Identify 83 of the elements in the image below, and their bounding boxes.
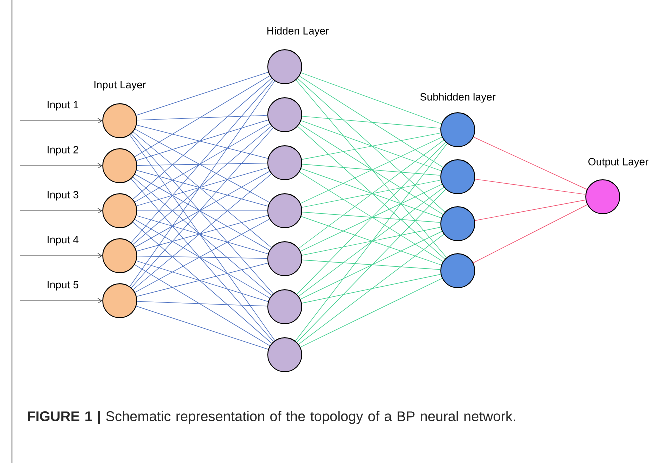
connection-line [130, 80, 276, 288]
connection-line [474, 200, 586, 222]
input-arrow [20, 208, 103, 214]
input-label: Input 5 [48, 281, 79, 291]
connection-line [300, 172, 444, 262]
connection-line [137, 210, 268, 212]
connection-line [137, 256, 268, 259]
connection-line [296, 142, 446, 295]
connection-line [298, 187, 444, 297]
connection-line [132, 222, 272, 344]
neuron-circle [440, 160, 476, 194]
input-arrow [20, 163, 103, 169]
input-label: Input 4 [48, 236, 79, 246]
connection-line [300, 184, 443, 252]
neuron-circle [268, 50, 302, 84]
input-label: Input 3 [48, 191, 79, 201]
connection-line [296, 189, 446, 343]
neuron-circle [586, 180, 620, 214]
neuron-circle [102, 104, 138, 138]
connection-line [298, 234, 444, 345]
connection-line [298, 126, 446, 260]
caption: FIGURE 1 | Schematic representation of the topology of a BP neural network. [28, 411, 516, 424]
connection-line [136, 125, 268, 159]
connection-line [302, 260, 441, 270]
connection-line [298, 140, 444, 249]
connection-line [134, 76, 270, 158]
neuron-circle [268, 290, 302, 324]
input-label: Input 2 [48, 146, 79, 156]
connection-line [132, 78, 272, 200]
connection-line [296, 80, 448, 258]
neuron-circle [268, 194, 302, 228]
input-label: Input 1 [48, 101, 79, 111]
neuron-circle [440, 206, 476, 242]
connection-line [131, 178, 274, 342]
neuron-circle [268, 242, 302, 276]
connection-line [302, 116, 441, 129]
connection-line [300, 231, 443, 300]
layer-label: Output Layer [588, 158, 649, 168]
connection-line [302, 227, 442, 256]
neuron-circle [102, 148, 138, 184]
connection-line [131, 80, 274, 244]
connection-line [136, 120, 269, 162]
connection-line [302, 164, 441, 176]
connection-line [299, 76, 444, 168]
input-arrow [20, 253, 103, 259]
connection-line [474, 179, 586, 195]
neuron-circle [102, 194, 138, 228]
connection-line [299, 124, 444, 215]
neuron-circle [268, 146, 302, 180]
connection-line [136, 306, 269, 350]
connection-line [137, 301, 268, 307]
connection-line [130, 134, 276, 342]
connection-line [137, 163, 268, 166]
connection-line [300, 278, 443, 348]
connection-line [301, 72, 442, 124]
neuron-circle [268, 338, 302, 372]
connection-line [136, 260, 269, 302]
neuron-circle [102, 238, 138, 274]
connection-line [301, 168, 442, 218]
connection-line [136, 263, 268, 297]
connection-line [295, 144, 448, 342]
neuron-circle [268, 98, 302, 132]
input-arrow [20, 298, 103, 304]
connection-line [473, 204, 588, 264]
connection-line [302, 212, 441, 223]
input-arrow [20, 118, 103, 124]
layer-label: Subhidden layer [420, 93, 496, 103]
connection-line [298, 78, 446, 213]
connection-line [302, 132, 442, 160]
connection-line [134, 264, 270, 346]
connection-line [302, 180, 442, 208]
connection-line [301, 120, 442, 172]
connection-line [136, 72, 269, 116]
connection-line [474, 137, 588, 190]
layer-label: Input Layer [94, 81, 146, 91]
layer-label: Hidden Layer [268, 27, 330, 37]
neuron-circle [440, 112, 476, 148]
connection-line [301, 216, 442, 266]
connection-line [137, 115, 268, 121]
neuron-circle [440, 254, 476, 288]
neuron-circle [102, 284, 138, 318]
connection-line [300, 137, 442, 204]
connection-line [302, 274, 442, 304]
